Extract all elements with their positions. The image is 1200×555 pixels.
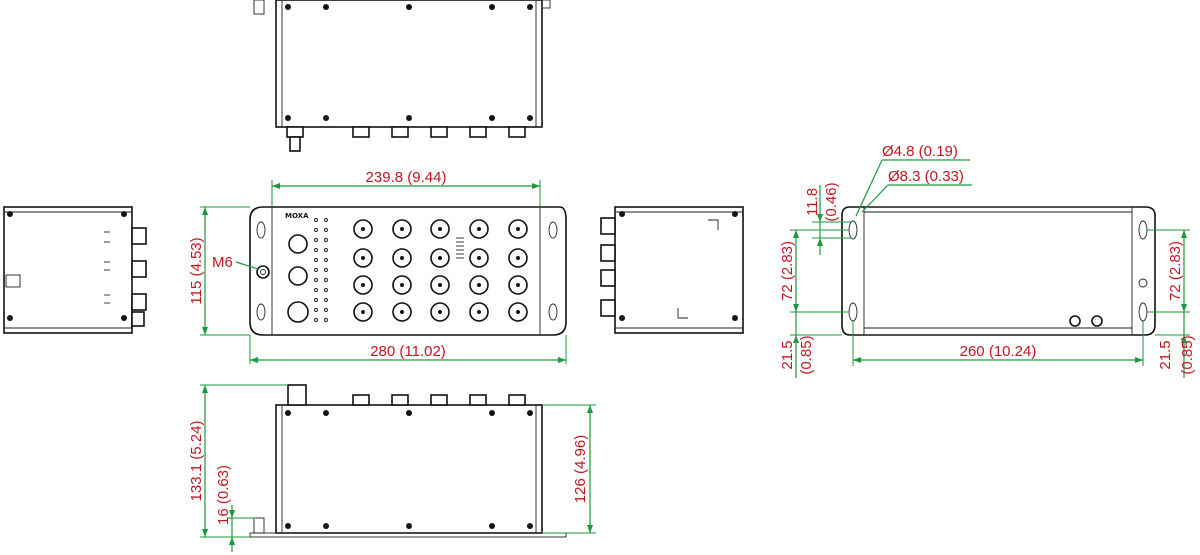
dim-overall-width-label: 280 (11.02): [370, 343, 446, 360]
dim-bottom-left: 21.5 (0.85): [779, 312, 842, 378]
hole-pitch-right-label: 72 (2.83): [1167, 241, 1184, 301]
mount-width-label: 260 (10.24): [960, 343, 1037, 360]
dim-height-front: 115 (4.53): [188, 206, 250, 336]
bottom-view: [249, 384, 567, 538]
front-view: MOXA: [249, 206, 567, 336]
dim-depth-total-label: 133.1 (5.24): [188, 421, 205, 502]
dim-depth-total: 133.1 (5.24): [188, 384, 288, 538]
dim-hole-pitch-right: 72 (2.83): [1147, 229, 1190, 313]
slot-offset-label: 11.8: [804, 188, 821, 216]
dim-depth-base-label: 16 (0.63): [215, 465, 232, 525]
ground-screw-label: M6: [212, 254, 233, 271]
ground-screw-icon: [256, 265, 270, 279]
dim-height-front-label: 115 (4.53): [188, 237, 205, 304]
bottom-left-in-label: (0.85): [798, 335, 815, 374]
dim-hole-pitch-left: 72 (2.83): [779, 229, 849, 313]
mounting-view: [841, 206, 1156, 336]
dim-hole-small: Ø4.8 (0.19): [855, 143, 970, 217]
dim-bottom-right: 21.5 (0.85): [1155, 312, 1196, 378]
bottom-right-mm-label: 21.5: [1157, 340, 1174, 369]
dim-depth-body: 126 (4.96): [542, 404, 596, 534]
dim-depth-base: 16 (0.63): [215, 465, 256, 552]
hole-small-label: Ø4.8 (0.19): [882, 143, 958, 160]
hole-pitch-left-label: 72 (2.83): [779, 241, 796, 301]
brand-logo: MOXA: [285, 212, 309, 220]
dim-mount-width: 260 (10.24): [852, 320, 1144, 366]
dim-ground-screw: M6: [212, 254, 259, 271]
dim-hole-large: Ø8.3 (0.33): [861, 168, 972, 213]
slot-offset-in-label: (0.46): [823, 182, 840, 221]
right-side-view: [600, 206, 744, 334]
dim-slot-offset: 11.8 (0.46): [804, 182, 852, 255]
bottom-left-mm-label: 21.5: [779, 340, 796, 369]
left-side-view: [3, 206, 147, 334]
top-view: [253, 0, 551, 152]
hole-large-label: Ø8.3 (0.33): [888, 168, 964, 185]
dim-overall-width: 280 (11.02): [249, 335, 567, 364]
bottom-right-in-label: (0.85): [1179, 335, 1196, 374]
dim-top-width-label: 239.8 (9.44): [366, 169, 447, 186]
m12-port-grid: [353, 219, 528, 322]
dim-depth-body-label: 126 (4.96): [572, 435, 589, 503]
dim-top-width: 239.8 (9.44): [271, 169, 541, 207]
